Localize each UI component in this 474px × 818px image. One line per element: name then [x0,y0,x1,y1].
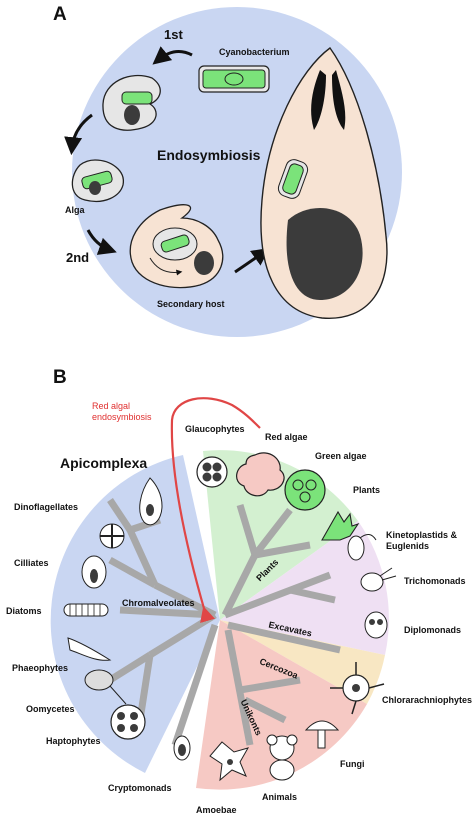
cyanobacterium-icon [198,65,270,93]
red-algal-label-line1: Red algal [92,401,130,411]
step-2nd-label: 2nd [66,250,89,265]
panel-b-letter: B [53,367,67,388]
ciliate-icon [81,555,107,589]
phylogenetic-tree [107,498,341,747]
arrow-1st [152,46,193,65]
amoeba-icon [209,741,250,782]
red-algal-label-line2: endosymbiosis [92,412,152,422]
diatom-icon [63,603,109,617]
phaeophytes-label: Phaeophytes [12,663,68,673]
cryptomonad-icon [173,735,191,761]
kinetoplastids-label-1: Kinetoplastids & [386,530,458,540]
trichomonad-icon [360,567,397,592]
dinoflagellate-icon [99,523,125,549]
haptophytes-label: Haptophytes [46,736,101,746]
apicomplexa-icon [139,477,163,526]
diplomonads-label: Diplomonads [404,625,461,635]
red-algal-arrow [170,397,261,624]
chlorarachniophyte-icon [330,662,385,715]
alga-icon [71,159,124,202]
panel-a-letter: A [53,4,67,25]
step-1st-label: 1st [164,27,183,42]
chlorarachniophytes-label: Chlorarachniophytes [382,695,472,705]
arrow-engulf [64,113,93,156]
arrow-2nd [86,229,117,255]
cryptomonads-label: Cryptomonads [108,783,172,793]
phaeophyte-icon [67,637,112,661]
host-cell-icon [102,74,161,131]
fungi-icon [304,720,340,749]
amoebae-label: Amoebae [196,805,237,815]
glaucophytes-label: Glaucophytes [185,424,245,434]
secondary-host-icon [129,204,224,289]
plant-leaf-icon [321,510,360,541]
cilliates-label: Cilliates [14,558,49,568]
apicomplexa-label: Apicomplexa [60,455,147,471]
trichomonads-label: Trichomonads [404,576,466,586]
euglenid-icon [347,534,377,561]
red-algae-label: Red algae [265,432,308,442]
oomycetes-label: Oomycetes [26,704,75,714]
glaucophyte-icon [196,456,228,488]
red-algae-icon [236,452,285,497]
plants-label: Plants [353,485,380,495]
dinoflagellates-label: Dinoflagellates [14,502,78,512]
cyanobacterium-label: Cyanobacterium [219,47,290,57]
haptophyte-icon [110,704,146,740]
oomycete-icon [84,669,127,705]
kinetoplastids-label-2: Euglenids [386,541,429,551]
diplomonad-icon [364,611,388,639]
endosymbiosis-title: Endosymbiosis [157,147,261,163]
alga-label: Alga [65,205,85,215]
animals-label: Animals [262,792,297,802]
diatoms-label: Diatoms [6,606,42,616]
fungi-label: Fungi [340,759,365,769]
green-algae-label: Green algae [315,451,367,461]
green-algae-icon [284,469,326,511]
secondary-host-label: Secondary host [157,299,225,309]
chromalveolates-label: Chromalveolates [122,598,195,608]
arrow-to-secondary-alga [234,247,270,274]
secondary-alga-icon [260,47,388,319]
koala-icon [266,734,298,781]
